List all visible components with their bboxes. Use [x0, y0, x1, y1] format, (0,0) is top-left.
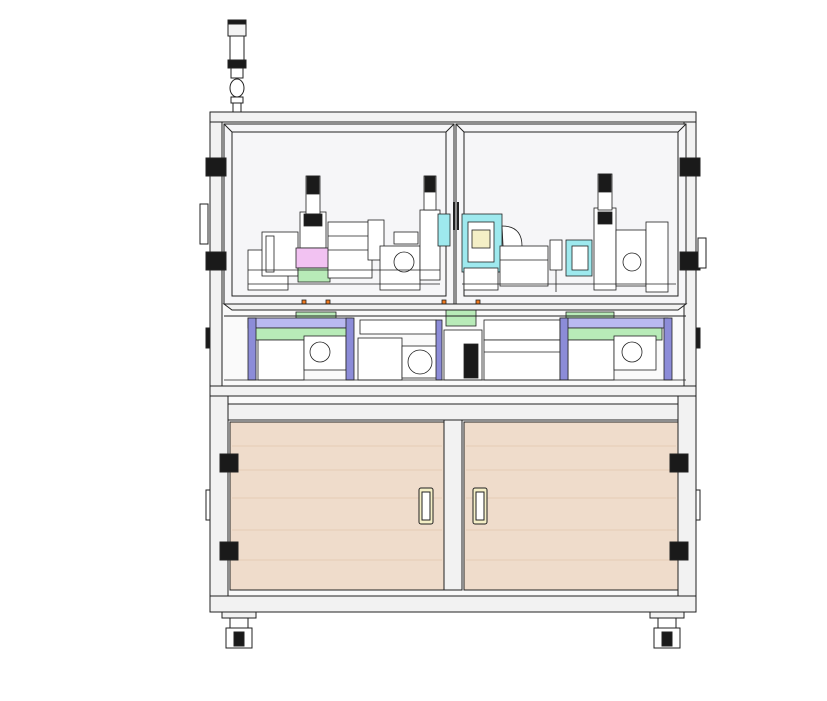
- side-ticks: [205, 327, 701, 521]
- caster-wheel-icon: [221, 611, 685, 649]
- right-module: [461, 173, 676, 293]
- left-module: [247, 175, 451, 291]
- wood-doors: [229, 421, 679, 591]
- working-plate: [222, 303, 688, 317]
- lower-mechanism: [224, 317, 686, 381]
- door-handle-icon: [418, 202, 488, 525]
- signal-tower-icon: [227, 19, 247, 112]
- hinge-icon: [199, 157, 707, 561]
